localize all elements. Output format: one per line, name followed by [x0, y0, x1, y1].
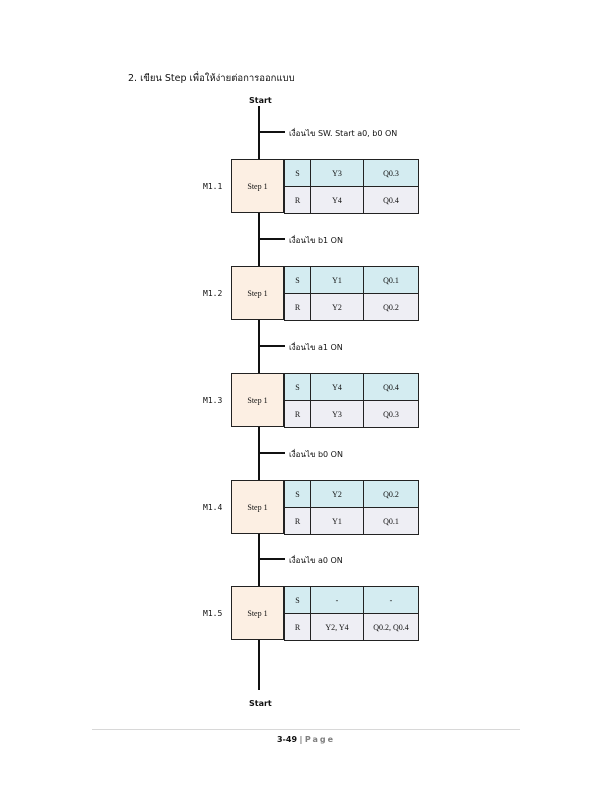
reset-row: R Y3 Q0.3 [284, 400, 419, 428]
transition-tick [259, 345, 285, 347]
transition-tick [259, 558, 285, 560]
step-box-label: Step 1 [247, 395, 268, 405]
set-reset-table: S Y4 Q0.4 R Y3 Q0.3 [284, 373, 419, 428]
page-heading: 2. เขียน Step เพื่อให้ง่ายต่อการออกแบบ [128, 73, 295, 84]
reset-output-cell: Y2 [310, 293, 364, 321]
reset-output-cell: Y2, Y4 [310, 613, 364, 641]
page-word: Page [304, 735, 336, 744]
transition-tick [259, 238, 285, 240]
set-reset-table: S Y2 Q0.2 R Y1 Q0.1 [284, 480, 419, 535]
step-box: Step 1 [231, 266, 284, 320]
reset-output-cell: Y1 [310, 507, 364, 535]
transition-condition: เงื่อนไข b0 ON [289, 450, 343, 459]
transition-condition: เงื่อนไข a1 ON [289, 343, 343, 352]
set-address-cell: Q0.2 [363, 480, 419, 508]
transition-condition: เงื่อนไข b1 ON [289, 236, 343, 245]
step-marker-label: M1.5 [203, 609, 223, 618]
set-flag-cell: S [284, 266, 311, 294]
step-marker-label: M1.4 [203, 503, 223, 512]
set-output-cell: Y3 [310, 159, 364, 187]
reset-address-cell: Q0.2, Q0.4 [363, 613, 419, 641]
reset-flag-cell: R [284, 507, 311, 535]
reset-row: R Y1 Q0.1 [284, 507, 419, 535]
set-flag-cell: S [284, 373, 311, 401]
set-row: S - - [284, 586, 419, 614]
set-reset-table: S Y3 Q0.3 R Y4 Q0.4 [284, 159, 419, 214]
reset-flag-cell: R [284, 613, 311, 641]
transition-condition: เงื่อนไข SW. Start a0, b0 ON [289, 129, 398, 138]
reset-flag-cell: R [284, 400, 311, 428]
reset-row: R Y4 Q0.4 [284, 186, 419, 214]
step-box: Step 1 [231, 480, 284, 534]
step-marker-label: M1.2 [203, 289, 223, 298]
set-reset-table: S Y1 Q0.1 R Y2 Q0.2 [284, 266, 419, 321]
page-footer: 3-49 | Page [0, 735, 612, 744]
step-marker-label: M1.3 [203, 396, 223, 405]
set-flag-cell: S [284, 586, 311, 614]
reset-flag-cell: R [284, 293, 311, 321]
page-number: 3-49 [276, 735, 298, 744]
reset-address-cell: Q0.2 [363, 293, 419, 321]
step-box-label: Step 1 [247, 502, 268, 512]
reset-address-cell: Q0.3 [363, 400, 419, 428]
transition-tick [259, 452, 285, 454]
set-address-cell: Q0.4 [363, 373, 419, 401]
reset-output-cell: Y4 [310, 186, 364, 214]
step-marker-label: M1.1 [203, 182, 223, 191]
reset-flag-cell: R [284, 186, 311, 214]
transition-condition: เงื่อนไข a0 ON [289, 556, 343, 565]
set-output-cell: Y2 [310, 480, 364, 508]
set-row: S Y3 Q0.3 [284, 159, 419, 187]
set-address-cell: - [363, 586, 419, 614]
reset-output-cell: Y3 [310, 400, 364, 428]
set-output-cell: - [310, 586, 364, 614]
step-box: Step 1 [231, 373, 284, 427]
step-box: Step 1 [231, 159, 284, 213]
set-flag-cell: S [284, 480, 311, 508]
reset-address-cell: Q0.4 [363, 186, 419, 214]
set-reset-table: S - - R Y2, Y4 Q0.2, Q0.4 [284, 586, 419, 641]
set-address-cell: Q0.3 [363, 159, 419, 187]
reset-row: R Y2 Q0.2 [284, 293, 419, 321]
transition-tick [259, 131, 285, 133]
step-box: Step 1 [231, 586, 284, 640]
start-label-top: Start [249, 96, 272, 105]
start-label-bottom: Start [249, 699, 272, 708]
set-row: S Y2 Q0.2 [284, 480, 419, 508]
step-box-label: Step 1 [247, 288, 268, 298]
reset-address-cell: Q0.1 [363, 507, 419, 535]
set-output-cell: Y1 [310, 266, 364, 294]
footer-separator: | [299, 735, 303, 744]
set-output-cell: Y4 [310, 373, 364, 401]
set-flag-cell: S [284, 159, 311, 187]
set-address-cell: Q0.1 [363, 266, 419, 294]
set-row: S Y4 Q0.4 [284, 373, 419, 401]
step-box-label: Step 1 [247, 181, 268, 191]
reset-row: R Y2, Y4 Q0.2, Q0.4 [284, 613, 419, 641]
set-row: S Y1 Q0.1 [284, 266, 419, 294]
footer-divider [92, 729, 520, 730]
step-box-label: Step 1 [247, 608, 268, 618]
